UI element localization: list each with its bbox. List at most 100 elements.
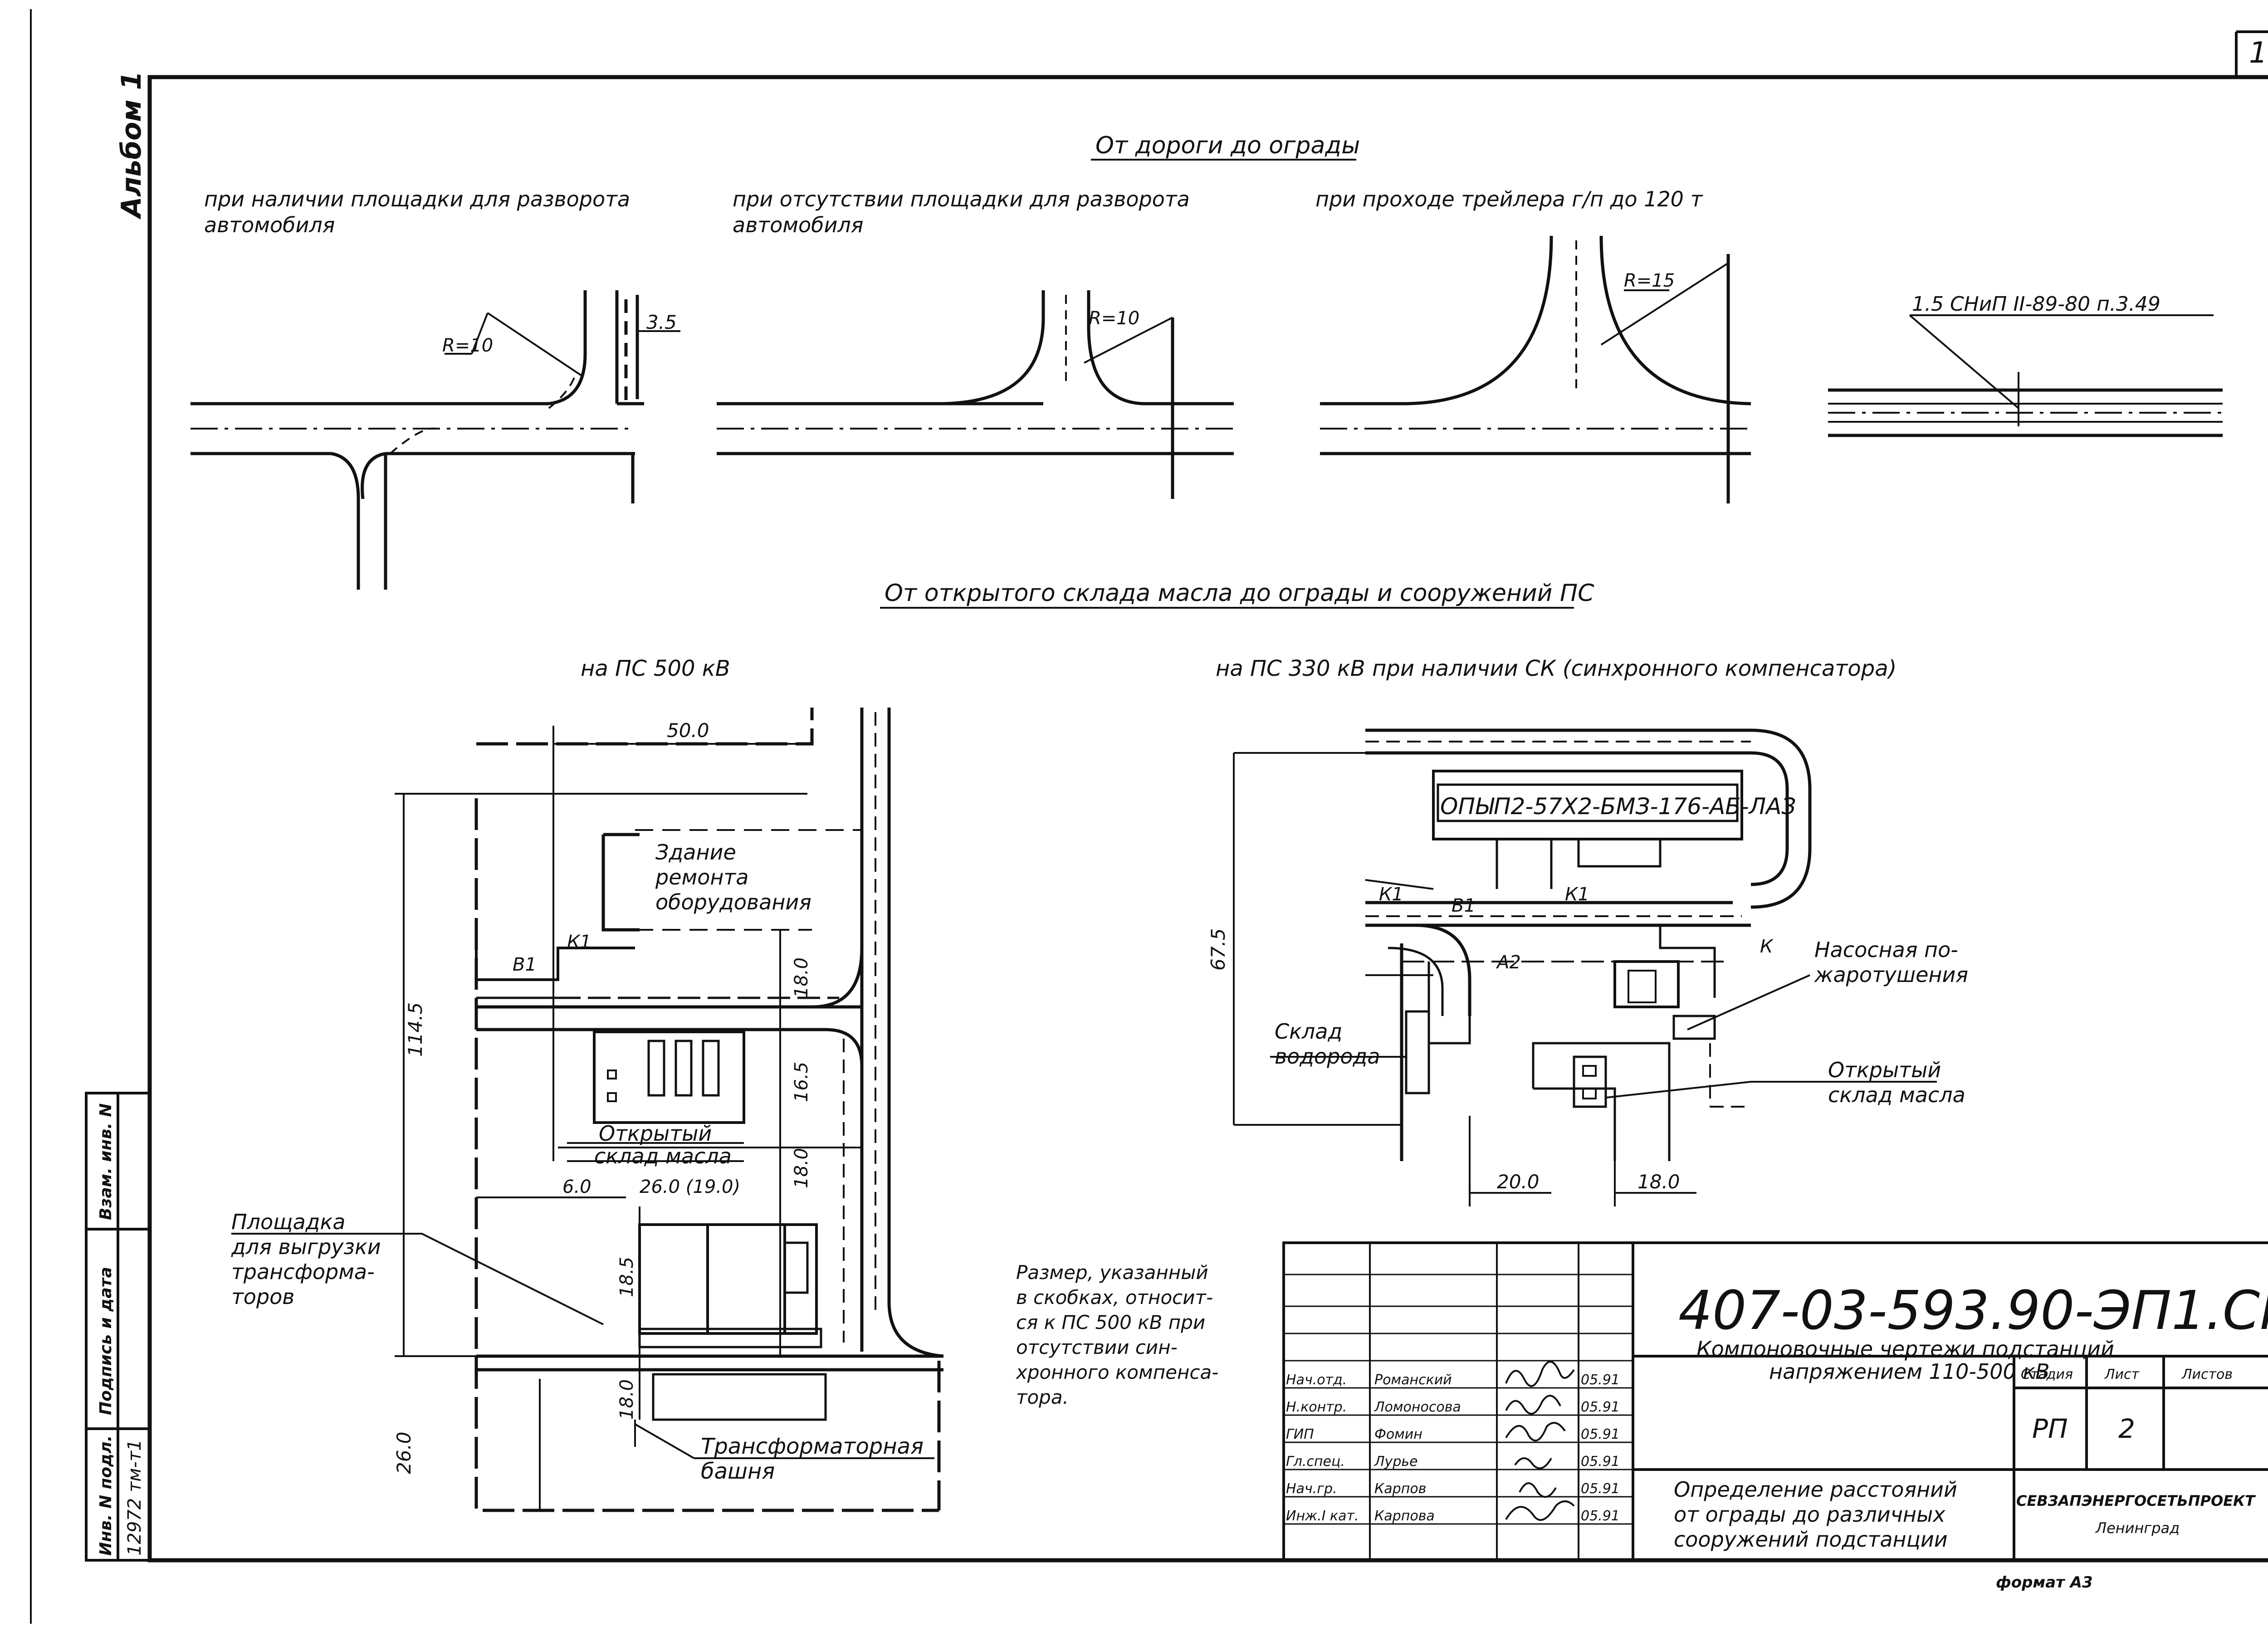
road-case2-caption-2: автомобиля — [733, 213, 863, 237]
tb-sheets-label: Листов — [2181, 1367, 2233, 1382]
ps500-tower-label-2: башня — [701, 1459, 775, 1484]
tb-subject: Компоновочные чертежи подстанций — [1696, 1337, 2114, 1361]
road-section-title: От дороги до ограды — [1095, 132, 1360, 159]
ps500-dim-18c: 18.0 — [616, 1379, 637, 1420]
ps330-k1a: К1 — [1379, 884, 1403, 905]
title-block — [1282, 1241, 2268, 1562]
tb-sheet-title: Определение расстояний — [1674, 1477, 1957, 1502]
side-sign-date-label: Подпись и дата — [97, 1267, 115, 1415]
tb-date: 05.91 — [1581, 1508, 1620, 1524]
ps500-oil-label: Открытый — [599, 1121, 712, 1146]
tb-name: Карпов — [1374, 1481, 1426, 1497]
tb-sheet-label: Лист — [2104, 1367, 2140, 1382]
note-text-6: тора. — [1016, 1386, 1069, 1408]
note-text: Размер, указанный — [1016, 1261, 1208, 1284]
ps330-hydrogen-label-2: водорода — [1275, 1044, 1380, 1069]
tb-name: Карпова — [1374, 1508, 1435, 1524]
ps500-platform-label-3: трансформа- — [231, 1260, 375, 1284]
side-vzam-label: Взам. инв. N — [97, 1103, 115, 1220]
road-case3-radius: R=15 — [1624, 270, 1675, 291]
ps500-platform-label-2: для выгрузки — [231, 1235, 381, 1259]
tb-role: Нач.отд. — [1286, 1372, 1347, 1388]
ps500-tower-label: Трансформаторная — [701, 1434, 924, 1459]
tb-date: 05.91 — [1581, 1426, 1620, 1442]
road-case1-drawing — [191, 290, 680, 590]
page-number: 15 — [2249, 36, 2268, 70]
road-case2-radius: R=10 — [1089, 308, 1139, 329]
tb-sheet-title-2: от ограды до различных — [1674, 1502, 1945, 1527]
ps500-dim-16: 16.5 — [791, 1062, 812, 1102]
road-case2-caption: при отсутствии площадки для разворота — [733, 187, 1190, 211]
road-case1-dim: 3.5 — [646, 311, 677, 333]
tb-name: Фомин — [1374, 1426, 1422, 1442]
ps500-platform-label: Площадка — [231, 1210, 345, 1234]
ps330-k1b: К1 — [1565, 884, 1589, 905]
tb-sheet-no: 2 — [2118, 1413, 2135, 1444]
tb-role: Н.контр. — [1286, 1399, 1347, 1415]
ps500-dim-18a: 18.0 — [791, 957, 812, 998]
tb-name: Романский — [1374, 1372, 1452, 1388]
note-text-3: ся к ПС 500 кВ при — [1016, 1311, 1205, 1333]
ps500-repair-label-2: ремонта — [655, 865, 748, 889]
ps500-dim-185: 18.5 — [616, 1257, 637, 1297]
ps500-dim-114: 114.5 — [404, 1002, 426, 1057]
ps330-pump-label: Насосная по- — [1814, 938, 1958, 962]
oil-section-title: От открытого склада масла до ограды и со… — [885, 580, 1594, 607]
ps330-hydrogen-label: Склад — [1275, 1019, 1342, 1044]
tb-stage-label: Стадия — [2021, 1367, 2073, 1382]
format-label: формат А3 — [1996, 1573, 2093, 1592]
tb-date: 05.91 — [1581, 1399, 1620, 1415]
side-inv-orig-value: 12972 тм-т1 — [124, 1439, 145, 1556]
tb-role: Нач.гр. — [1286, 1481, 1337, 1497]
note-text-2: в скобках, относит- — [1016, 1286, 1213, 1309]
road-case4-reference: 1.5 СНиП II-89-80 п.3.49 — [1912, 293, 2160, 316]
road-case1-caption-2: автомобиля — [204, 213, 335, 237]
ps500-title: на ПС 500 кВ — [581, 656, 730, 681]
ps500-plan — [231, 708, 944, 1512]
ps500-dim-26v: 26.0 — [393, 1431, 415, 1474]
tb-subject-2: напряжением 110-500 кВ — [1769, 1359, 2050, 1384]
note-text-4: отсутствии син- — [1016, 1336, 1178, 1358]
ps330-pump-label-2: жаротушения — [1814, 962, 1968, 987]
ps500-repair-label: Здание — [655, 840, 736, 864]
ps330-plan — [1233, 728, 1937, 1206]
ps330-title: на ПС 330 кВ при наличии СК (синхронного… — [1216, 656, 1897, 681]
road-case4-drawing — [1828, 314, 2223, 437]
ps330-code-box — [1437, 783, 1739, 822]
tb-date: 05.91 — [1581, 1481, 1620, 1497]
ps500-dim-26w: 26.0 (19.0) — [640, 1177, 740, 1197]
ps330-b1: В1 — [1452, 895, 1476, 916]
tb-role: Инж.I кат. — [1286, 1508, 1359, 1524]
ps330-dim-18: 18.0 — [1637, 1171, 1680, 1193]
ps500-k1: К1 — [567, 932, 591, 952]
tb-doc-code: 407-03-593.90-ЭП1.СМ — [1678, 1279, 2268, 1342]
ps330-dim-20: 20.0 — [1497, 1171, 1540, 1193]
tb-role: ГИП — [1286, 1426, 1314, 1442]
tb-people-rows: Нач.отд. Романский 05.91 Н.контр. Ломоно… — [1286, 1372, 1620, 1524]
ps500-dim-6: 6.0 — [562, 1177, 591, 1197]
sheet-frame — [30, 9, 2268, 1624]
tb-role: Гл.спец. — [1286, 1454, 1345, 1470]
tb-city: Ленинград — [2095, 1519, 2180, 1537]
tb-stage: РП — [2032, 1413, 2068, 1444]
tb-name: Ломоносова — [1374, 1399, 1461, 1415]
album-label: Альбом 1 — [116, 71, 147, 220]
road-case1-caption: при наличии площадки для разворота — [204, 187, 630, 211]
side-inv-orig-label: Инв. N подл. — [97, 1436, 115, 1556]
ps330-oil-label: Открытый — [1828, 1058, 1941, 1082]
tb-signatures — [1505, 1361, 1575, 1521]
side-stamp — [85, 1092, 151, 1562]
ps330-dim-675: 67.5 — [1207, 928, 1229, 971]
ps500-dim-50: 50.0 — [667, 719, 709, 742]
ps500-dim-18b: 18.0 — [791, 1148, 812, 1188]
road-case1-radius: R=10 — [442, 335, 493, 356]
ps330-a2: А2 — [1496, 952, 1521, 973]
ps500-oil-label-2: склад масла — [594, 1144, 732, 1168]
tb-date: 05.91 — [1581, 1454, 1620, 1470]
ps330-k: К — [1760, 936, 1774, 957]
tb-org: СЕВЗАПЭНЕРГОСЕТЬПРОЕКТ — [2016, 1492, 2256, 1509]
note-text-5: хронного компенса- — [1015, 1361, 1218, 1383]
tb-name: Лурье — [1374, 1454, 1418, 1470]
road-case2-drawing — [717, 290, 1234, 499]
